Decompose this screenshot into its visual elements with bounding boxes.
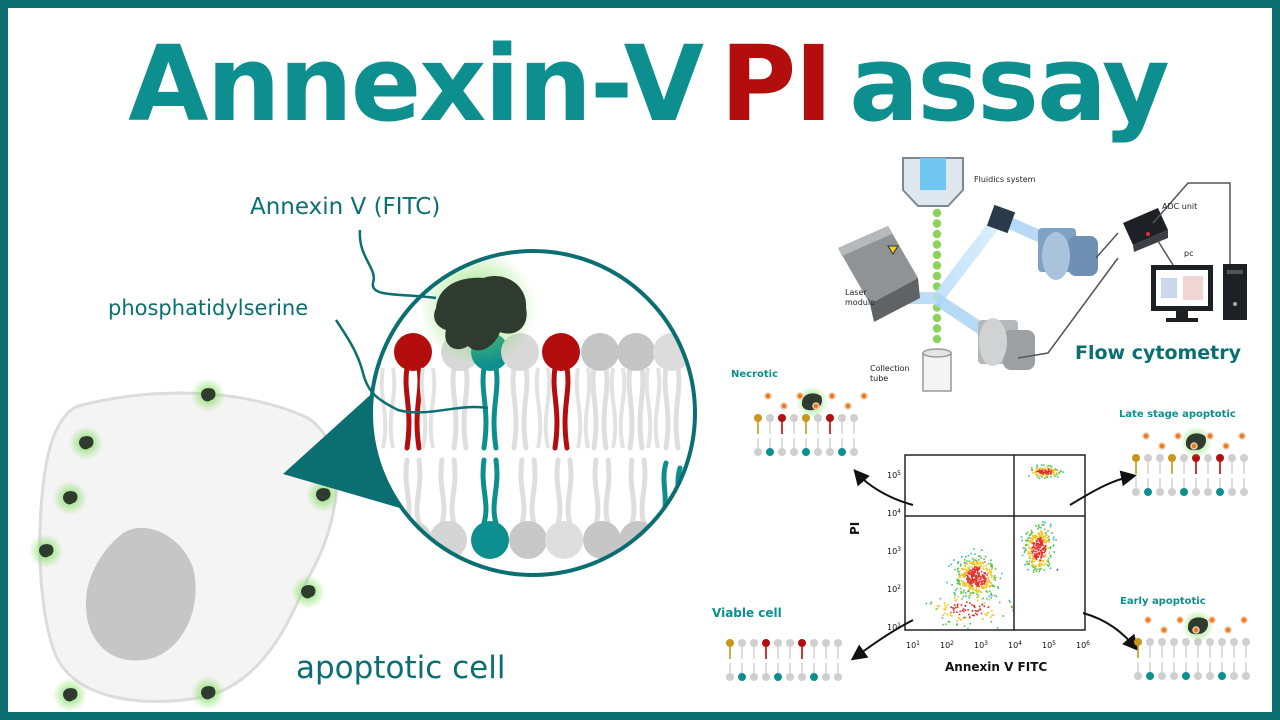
late-apoptotic-membrane-icon: [1132, 426, 1248, 496]
collection-tube: [922, 348, 952, 392]
diagram-canvas: 101 102 103 104 105 106 101 102 103 104 105: [29, 157, 1250, 712]
y-tick-label: 103: [887, 546, 901, 557]
x-tick-label: 104: [1008, 640, 1022, 651]
laser-label-2: module: [845, 298, 875, 307]
droplet: [932, 261, 942, 270]
lipid-bottom: [545, 457, 583, 559]
y-tick-label: 101: [887, 622, 901, 633]
lipid-bottom: [583, 457, 621, 559]
lipid-top: [394, 333, 432, 451]
ps-leader-line: [334, 319, 489, 414]
annexin-label: Annexin V (FITC): [250, 194, 441, 220]
pc-label: pc: [1184, 249, 1194, 258]
lipid-top: [581, 333, 619, 451]
pc-icon: [1151, 264, 1247, 322]
lipid-top: [542, 333, 580, 451]
annexin-marker-icon: [291, 575, 325, 609]
y-tick-label: 105: [887, 470, 901, 481]
annexin-marker-icon: [29, 534, 63, 568]
x-tick-label: 103: [974, 640, 988, 651]
tube-label-1: Collection: [870, 364, 910, 373]
x-tick-label: 105: [1042, 640, 1056, 651]
lipid-gray: [534, 367, 552, 449]
necrotic-label: Necrotic: [731, 369, 779, 380]
droplet: [932, 219, 942, 228]
adc-label: ADC unit: [1162, 202, 1198, 211]
arrow-necrotic: [853, 468, 914, 506]
adc-unit-icon: [1123, 208, 1168, 252]
droplet: [932, 208, 942, 218]
flow-cytometry-label: Flow cytometry: [1075, 342, 1242, 364]
droplet: [932, 324, 942, 333]
membrane-zoom: [369, 249, 697, 577]
droplet: [932, 250, 942, 260]
early-apoptotic-membrane-icon: [1134, 610, 1250, 680]
dichroic-mirror: [986, 204, 1016, 234]
y-tick-label: 104: [887, 508, 901, 519]
viable-cell-label: Viable cell: [712, 606, 782, 620]
lipid-gray: [644, 367, 662, 449]
x-tick-label: 106: [1076, 640, 1090, 651]
title-pi: PI: [720, 23, 833, 145]
annexin-marker-icon: [191, 676, 225, 710]
plot-xlabel: Annexin V FITC: [945, 660, 1048, 674]
flow-cytometer: [838, 157, 1247, 392]
x-tick-label: 101: [906, 640, 920, 651]
late-apoptotic-label: Late stage apoptotic: [1119, 409, 1236, 420]
lipid-bottom: [471, 457, 509, 559]
apoptotic-cell: [38, 391, 338, 703]
detector-upper: [1038, 228, 1098, 280]
arrow-viable: [850, 619, 914, 661]
annexin-marker-icon: [191, 378, 225, 412]
necrotic-membrane-icon: [754, 386, 868, 456]
lipid-gray: [609, 367, 627, 449]
nucleus: [85, 527, 196, 661]
laser-module: [838, 226, 920, 322]
annexin-marker-icon: [69, 426, 103, 460]
surface-annexin-markers: [29, 378, 340, 712]
detector-lower: [978, 318, 1035, 370]
title-assay: assay: [849, 23, 1170, 145]
droplet: [932, 334, 942, 344]
arrow-early: [1082, 612, 1139, 652]
droplet: [932, 313, 942, 323]
lipid-bottom: [509, 457, 547, 559]
annexin-marker-icon: [53, 678, 87, 712]
x-tick-label: 102: [940, 640, 954, 651]
viable-membrane-icon: [726, 639, 842, 681]
tube-label-2: tube: [870, 374, 889, 383]
annexin-protein-icon: [434, 276, 527, 351]
phosphatidylserine-label: phosphatidylserine: [108, 296, 309, 320]
fluidics-label: Fluidics system: [974, 175, 1036, 184]
lipid-gray: [574, 367, 592, 449]
annexin-leader-line: [358, 229, 437, 300]
lipid-top: [617, 333, 655, 451]
plot-ylabel: PI: [848, 521, 862, 535]
annexin-marker-icon: [53, 481, 87, 515]
droplet: [932, 240, 942, 249]
lipid-gray: [419, 367, 437, 449]
apoptotic-cell-label: apoptotic cell: [296, 650, 506, 686]
droplet: [932, 229, 942, 239]
arrow-late: [1069, 470, 1137, 506]
title-annexin-v: Annexin-V: [128, 23, 704, 145]
laser-label-1: Laser: [845, 288, 867, 297]
y-tick-label: 102: [887, 584, 901, 595]
dot-plot: 101 102 103 104 105 106 101 102 103 104 105: [887, 454, 1090, 651]
early-apoptotic-label: Early apoptotic: [1120, 596, 1206, 607]
droplet: [932, 271, 942, 281]
